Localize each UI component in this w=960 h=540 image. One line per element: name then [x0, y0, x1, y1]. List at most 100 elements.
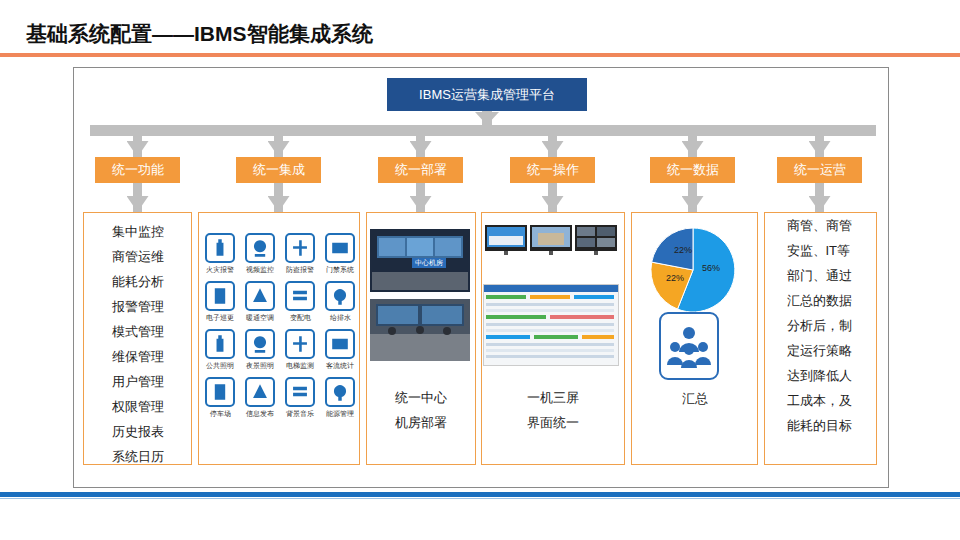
flow-arrow [421, 111, 488, 157]
node-text: 夜景照明 [240, 361, 280, 370]
node-text: 防盗报警 [280, 265, 320, 274]
icon-shape [215, 288, 225, 304]
icon-shape [332, 339, 348, 349]
icon-shape [293, 240, 307, 256]
flow-arrow [487, 111, 820, 157]
deployment-box: 统一中心 机房部署 [366, 212, 476, 465]
subsystem-icon: 背景音乐 [285, 377, 315, 407]
subsystem-icon: 夜景照明 [245, 329, 275, 359]
icon-glyph [327, 331, 353, 357]
node-text: 能源管理 [320, 409, 360, 418]
integration-grid-box: 火灾报警视频监控防盗报警门禁系统电子巡更暖通空调变配电给排水公共照明夜景照明电梯… [198, 212, 360, 465]
node-text: 能耗分析 [84, 269, 191, 294]
subsystem-icon: 火灾报警 [205, 233, 235, 263]
icon-glyph [207, 235, 233, 261]
subsystem-icon: 公共照明 [205, 329, 235, 359]
flow-arrow [138, 111, 488, 157]
node-text: 背景音乐 [280, 409, 320, 418]
people-icon [660, 313, 718, 379]
subsystem-icon: 停车场 [205, 377, 235, 407]
icon-shape [254, 240, 266, 256]
operation-box: 一机三屏 界面统一 [481, 212, 625, 465]
icon-glyph [247, 283, 273, 309]
pie-chart [651, 228, 735, 312]
node-text: 暖通空调 [240, 313, 280, 322]
flow-arrow [548, 183, 557, 212]
pillar-tag: 统一操作 [510, 157, 595, 183]
icon-glyph [247, 235, 273, 261]
node-text: 电梯监测 [280, 361, 320, 370]
subsystem-icon: 变配电 [285, 281, 315, 311]
pillar-tag: 统一数据 [650, 157, 735, 183]
outer-frame [74, 68, 889, 488]
subsystem-icon: 电梯监测 [285, 329, 315, 359]
icon-glyph [327, 235, 353, 261]
icon-glyph [287, 379, 313, 405]
subsystem-icon: 给排水 [325, 281, 355, 311]
icon-shape [254, 336, 266, 352]
flow-arrow [815, 183, 824, 212]
flow-arrow [416, 183, 425, 212]
node-text: 统一运营 [794, 161, 846, 179]
node-text: 报警管理 [84, 294, 191, 319]
node-text: 门禁系统 [320, 265, 360, 274]
icon-glyph [327, 283, 353, 309]
icon-shape [332, 243, 348, 253]
node-text: 汇总 [632, 386, 757, 411]
flow-arrow [133, 183, 142, 212]
node-text: 集中监控 [84, 219, 191, 244]
flow-arrow [274, 183, 283, 212]
icon-glyph [327, 379, 353, 405]
node-text: 停车场 [200, 409, 240, 418]
node-text: IBMS运营集成管理平台 [419, 86, 555, 104]
pillar-tag: 统一集成 [236, 157, 321, 183]
footer-rule-thin [0, 498, 960, 499]
node-text: 模式管理 [84, 319, 191, 344]
data-box: 汇总 [631, 212, 758, 465]
node-text: 维保管理 [84, 344, 191, 369]
node-text: 统一功能 [112, 161, 164, 179]
node-text: 统一中心 机房部署 [393, 385, 449, 435]
slide-title: 基础系统配置——IBMS智能集成系统 [26, 20, 373, 48]
flow-arrow [688, 183, 697, 212]
icon-shape [334, 289, 346, 305]
icon-glyph [287, 235, 313, 261]
icon-shape [215, 384, 225, 400]
platform-box: IBMS运营集成管理平台 [387, 78, 587, 111]
monitor-screens [485, 225, 617, 255]
icon-glyph [207, 283, 233, 309]
node-text: 统一部署 [395, 161, 447, 179]
icon-shape [293, 387, 307, 397]
flow-arrow [487, 111, 693, 157]
subsystem-icon: 暖通空调 [245, 281, 275, 311]
node-text: 变配电 [280, 313, 320, 322]
icon-shape [253, 288, 267, 302]
flow-arrow [279, 111, 488, 157]
pillar-tag: 统一功能 [95, 157, 180, 183]
distribution-bar [90, 125, 876, 136]
node-text: 商管、商管安监、IT等部门、通过汇总的数据分析后，制定运行策略达到降低人工成本，… [787, 213, 855, 438]
subsystem-icon: 信息发布 [245, 377, 275, 407]
subsystem-icon: 视频监控 [245, 233, 275, 263]
node-text: 公共照明 [200, 361, 240, 370]
subsystem-icon: 防盗报警 [285, 233, 315, 263]
flow-arrow [487, 111, 553, 157]
node-text: 统一操作 [527, 161, 579, 179]
icon-glyph [207, 331, 233, 357]
node-text: 信息发布 [240, 409, 280, 418]
control-room-photo [370, 229, 470, 361]
pie-percent: 56% [697, 262, 725, 274]
icon-glyph [287, 331, 313, 357]
node-text: 电子巡更 [200, 313, 240, 322]
node-text: 一机三屏 界面统一 [525, 385, 581, 435]
icon-shape [217, 239, 224, 255]
pie-percent: 22% [670, 244, 696, 256]
icon-glyph [247, 379, 273, 405]
icon-glyph [247, 331, 273, 357]
header-rule [0, 53, 960, 57]
node-text: 商管运维 [84, 244, 191, 269]
function-list-box: 集中监控商管运维能耗分析报警管理模式管理维保管理用户管理权限管理历史报表系统日历 [83, 212, 192, 465]
node-text: 视频监控 [240, 265, 280, 274]
